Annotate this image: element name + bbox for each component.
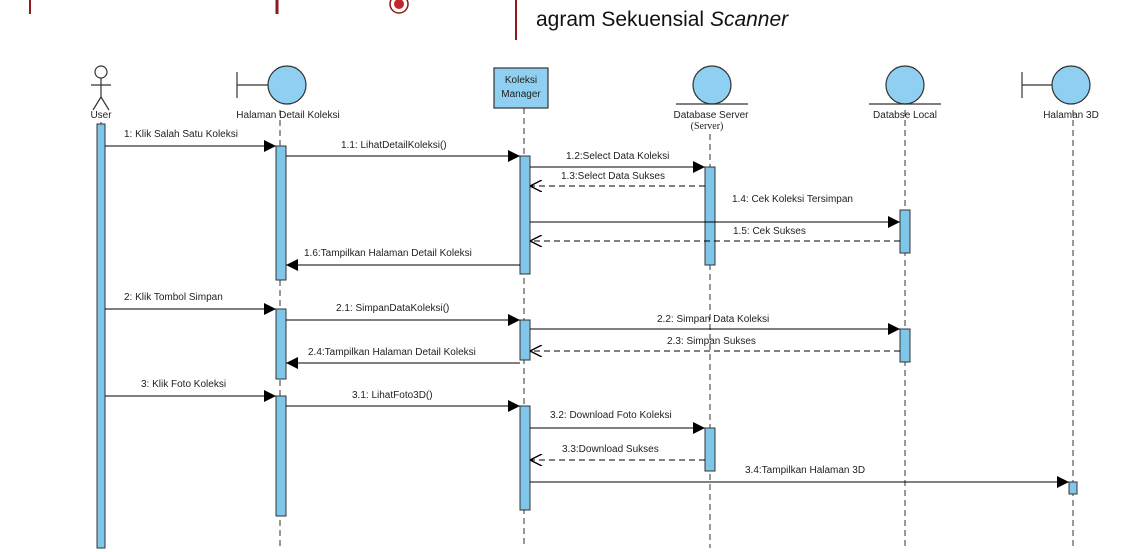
header-badge-dot: [394, 0, 404, 9]
message-label: 2.1: SimpanDataKoleksi(): [336, 303, 449, 314]
activation-hal3d: [1068, 481, 1078, 495]
boundary-icon: [236, 65, 307, 105]
message-label: 2.4:Tampilkan Halaman Detail Koleksi: [308, 347, 476, 358]
message-label: 1.1: LihatDetailKoleksi(): [341, 140, 447, 151]
activation-manager-1: [519, 155, 531, 275]
entity-icon: [869, 65, 941, 105]
activation-detail-2: [275, 308, 287, 380]
message-label: 1: Klik Salah Satu Koleksi: [124, 129, 238, 140]
participant-detail: Halaman Detail Koleksi: [236, 65, 340, 121]
message-label: 1.3:Select Data Sukses: [561, 171, 665, 182]
control-box: [493, 67, 549, 109]
activation-detail-3: [275, 395, 287, 517]
entity-icon: [676, 65, 748, 105]
participant-manager: Koleksi Manager: [493, 67, 549, 109]
participant-label: Halaman Detail Koleksi: [236, 110, 339, 121]
title-emphasis: Scanner: [709, 8, 789, 31]
activation-manager-3: [519, 405, 531, 511]
participant-label: User: [90, 110, 112, 121]
message-label: 2: Klik Tombol Simpan: [124, 292, 223, 303]
message-label: 1.2:Select Data Koleksi: [566, 151, 669, 162]
activation-local-2: [899, 328, 911, 363]
participant-label-line-1: Database Server: [673, 110, 749, 121]
message-label: 3: Klik Foto Koleksi: [141, 379, 226, 390]
activation-manager-2: [519, 319, 531, 361]
page-header-decoration: [29, 0, 517, 40]
participant-label-line-2: (Server): [691, 121, 724, 132]
message-label: 2.3: Simpan Sukses: [667, 336, 756, 347]
activations: [96, 123, 1078, 549]
message-label: 3.4:Tampilkan Halaman 3D: [745, 465, 865, 476]
title-prefix: agram Sekuensial: [536, 8, 710, 31]
participant-label: Halaman 3D: [1043, 110, 1099, 121]
message-labels: 1: Klik Salah Satu Koleksi 1.1: LihatDet…: [124, 129, 865, 476]
participant-server: Database Server (Server): [673, 65, 749, 132]
boundary-icon: [1021, 65, 1091, 105]
message-label: 3.1: LihatFoto3D(): [352, 390, 433, 401]
participant-local: Databse Local: [869, 65, 941, 121]
message-label: 1.4: Cek Koleksi Tersimpan: [732, 194, 853, 205]
message-label: 1.6:Tampilkan Halaman Detail Koleksi: [304, 248, 472, 259]
message-label: 3.3:Download Sukses: [562, 444, 659, 455]
diagram-title: agram Sekuensial Scanner: [536, 8, 788, 32]
participant-label: Databse Local: [873, 110, 937, 121]
message-label: 3.2: Download Foto Koleksi: [550, 410, 672, 421]
participant-label-line-1: Koleksi: [505, 75, 537, 86]
message-label: 2.2: Simpan Data Koleksi: [657, 314, 769, 325]
activation-server-1: [704, 166, 716, 266]
messages: [105, 140, 1069, 488]
participant-user: User: [90, 65, 112, 121]
participant-hal3d: Halaman 3D: [1021, 65, 1099, 121]
actor-icon: [91, 65, 111, 111]
activation-server-2: [704, 427, 716, 472]
activation-detail-1: [275, 145, 287, 281]
message-label: 1.5: Cek Sukses: [733, 226, 806, 237]
participant-label-line-2: Manager: [501, 89, 541, 100]
activation-local-1: [899, 209, 911, 254]
activation-user: [96, 123, 106, 549]
